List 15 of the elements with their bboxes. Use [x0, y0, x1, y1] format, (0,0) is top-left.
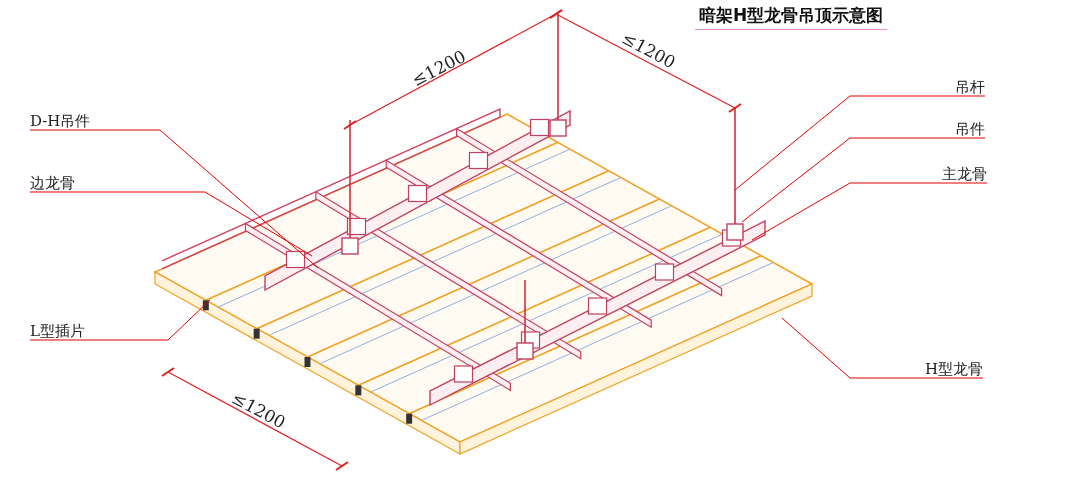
- callout-label: 主龙骨: [942, 165, 987, 183]
- callout-label: 边龙骨: [30, 174, 75, 192]
- callout-label: 吊件: [955, 120, 985, 138]
- leader-line: [741, 137, 986, 223]
- diagram-title: 暗架H型龙骨吊顶示意图: [695, 4, 888, 30]
- leader-line: [29, 191, 313, 257]
- callout-label: L型插片: [30, 322, 85, 340]
- leader-line: [781, 317, 984, 379]
- leader-line: [751, 182, 988, 241]
- leader-line: [734, 95, 986, 191]
- leader-line: [29, 299, 211, 341]
- callout-label: 吊杆: [955, 78, 985, 96]
- leader-line: [29, 129, 319, 269]
- callout-label: H型龙骨: [925, 360, 984, 378]
- callout-label: D-H吊件: [30, 112, 91, 130]
